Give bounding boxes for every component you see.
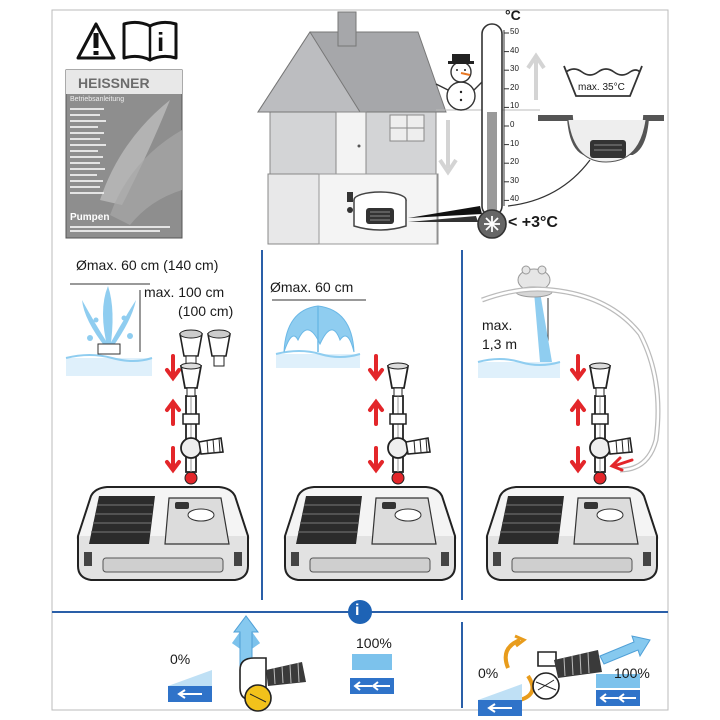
panel-3-height-line1: max.	[482, 317, 513, 333]
house	[257, 11, 540, 245]
flow-panel-right	[477, 634, 651, 717]
rotate-arrow-icon	[503, 634, 535, 702]
temperature-tick-label: 40	[510, 194, 519, 204]
panel-1-diameter: Ømax. 60 cm (140 cm)	[76, 257, 219, 273]
thermometer	[477, 23, 509, 239]
flow-left-min-label: 0%	[170, 651, 191, 667]
flow-left-max-label: 100%	[356, 635, 392, 651]
pointer-arrow	[408, 206, 482, 222]
booklet-subtitle: Betriebsanleitung	[70, 96, 125, 103]
up-arrow-icon	[526, 52, 546, 100]
temperature-tick-label: 0	[510, 120, 515, 129]
down-arrow-icon	[438, 120, 458, 176]
temperature-tick-label: 10	[510, 138, 519, 148]
nozzle-icon	[179, 329, 203, 367]
info-letter: i	[355, 602, 360, 619]
fountain-spray	[82, 286, 136, 350]
panel-1-height: max. 100 cm	[144, 284, 225, 300]
water-stream	[534, 292, 552, 362]
info-manual-letter: i	[157, 27, 165, 57]
flow-right-min-label: 0%	[478, 665, 499, 681]
warning-icon	[76, 22, 116, 60]
temperature-tick-label: 40	[510, 45, 519, 55]
panel-1-height-alt: (100 cm)	[178, 303, 234, 319]
temperature-tick-label: 10	[510, 101, 519, 111]
temperature-tub	[563, 65, 643, 97]
flow-panel-left	[167, 615, 395, 712]
frog-figure	[515, 265, 553, 298]
water-bell	[283, 305, 355, 353]
indoor-tank	[353, 191, 407, 231]
info-icon	[348, 600, 372, 624]
temperature-unit: °C	[505, 7, 521, 23]
brand-logo: HEISSNER	[78, 75, 150, 91]
flow-right-max-label: 100%	[614, 665, 650, 681]
temperature-tick-label: 20	[510, 157, 519, 167]
read-manual-icon	[122, 20, 178, 62]
nozzle-icon	[207, 329, 231, 367]
panel-1	[65, 283, 248, 580]
panel-3-height-line2: 1,3 m	[482, 336, 518, 352]
max-temperature-label: max. 35°C	[578, 82, 625, 93]
snowflake-icon	[484, 216, 500, 232]
temperature-tick-label: 30	[510, 175, 519, 185]
small-warning-icon	[347, 192, 353, 213]
temperature-tick-label: 50	[510, 27, 519, 36]
snowman	[435, 54, 485, 111]
temperature-tick-label: 30	[510, 64, 519, 74]
panel-2	[272, 299, 455, 580]
panel-2-diameter: Ømax. 60 cm	[270, 279, 354, 295]
min-temperature-label: < +3°C	[508, 214, 558, 231]
outdoor-pond	[507, 115, 664, 207]
temperature-tick-label: 20	[510, 82, 519, 92]
manual-booklet	[65, 69, 183, 239]
booklet-title: Pumpen	[70, 212, 110, 223]
panel-3	[477, 265, 661, 580]
